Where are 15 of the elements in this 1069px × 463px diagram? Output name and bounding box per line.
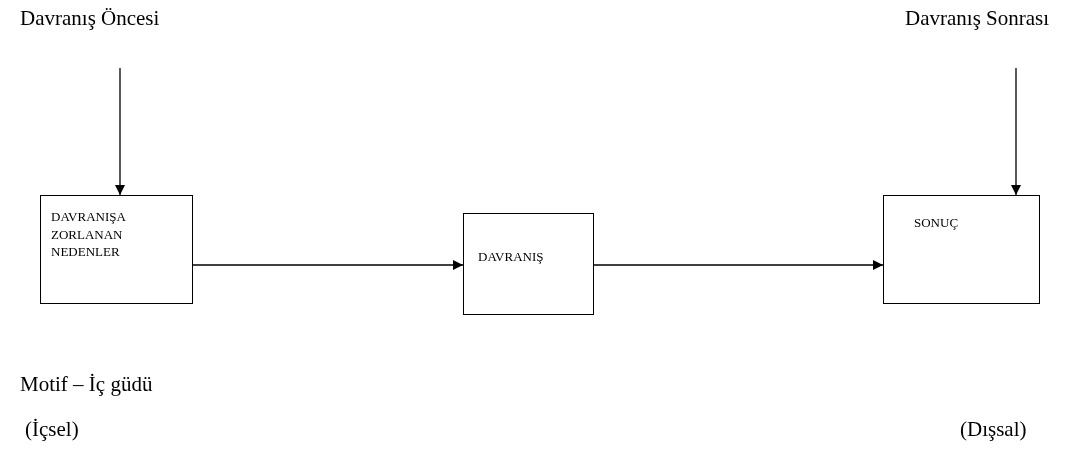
box-text: DAVRANIŞA ZORLANAN NEDENLER <box>51 208 127 261</box>
process-box <box>40 195 193 304</box>
process-box <box>883 195 1040 304</box>
box-text: SONUÇ <box>914 214 959 232</box>
box-text: DAVRANIŞ <box>478 248 544 266</box>
arrow <box>115 67 125 196</box>
process-box <box>463 213 594 315</box>
note-label: Motif – İç güdü <box>20 372 153 397</box>
stage-label: Davranış Sonrası <box>905 6 1050 31</box>
category-label: (Dışsal) <box>960 417 1027 442</box>
arrow <box>593 260 884 270</box>
arrow <box>1011 67 1021 196</box>
arrow <box>192 260 464 270</box>
category-label: (İçsel) <box>25 417 79 442</box>
stage-label: Davranış Öncesi <box>20 6 160 31</box>
